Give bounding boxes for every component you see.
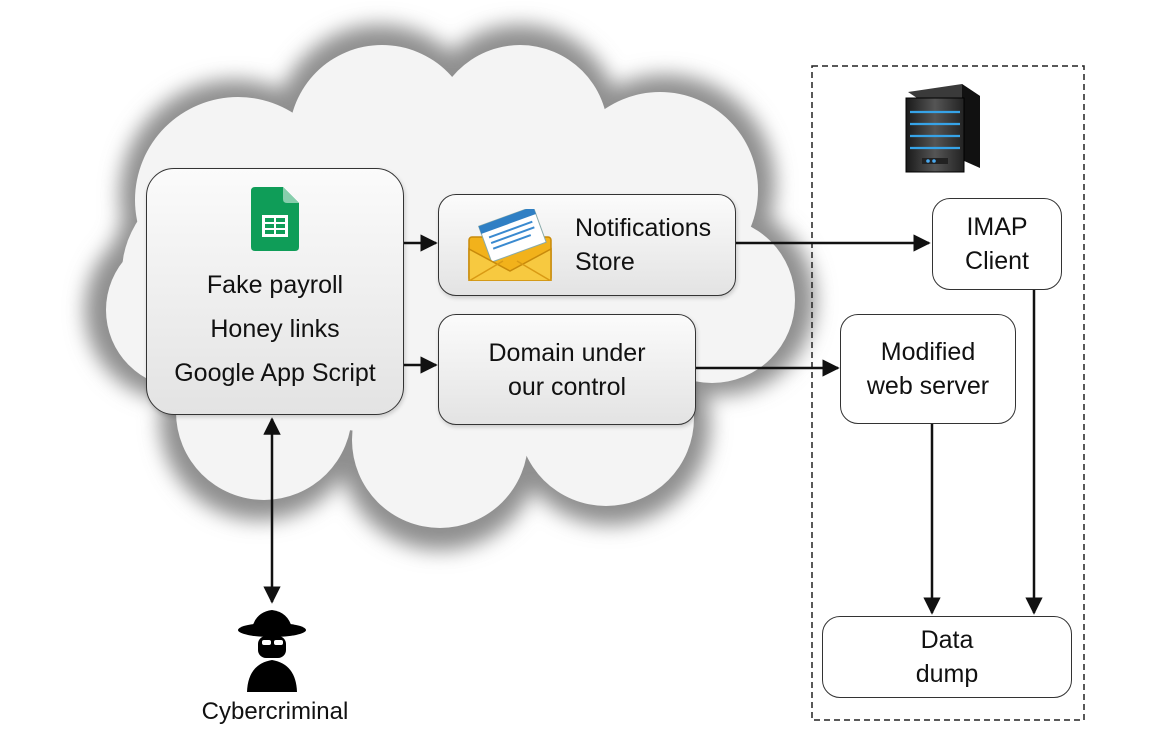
imap-client-box: IMAP Client — [932, 198, 1062, 290]
source-line-honey-links: Honey links — [210, 315, 340, 343]
data-dump-line-2: dump — [915, 660, 979, 688]
imap-line-2: Client — [965, 247, 1029, 275]
data-dump-box: Data dump — [822, 616, 1072, 698]
cybercriminal-label: Cybercriminal — [201, 698, 349, 725]
web-server-box: Modified web server — [840, 314, 1016, 424]
domain-line-2: our control — [507, 372, 627, 401]
google-sheets-icon — [251, 187, 299, 251]
notifications-line-1: Notifications — [575, 214, 712, 242]
web-server-line-2: web server — [866, 372, 990, 400]
web-server-line-1: Modified — [880, 338, 976, 366]
notifications-line-2: Store — [575, 248, 635, 276]
spy-icon — [238, 610, 306, 692]
source-box: Fake payroll Honey links Google App Scri… — [146, 168, 404, 415]
notifications-box: Notifications Store — [438, 194, 736, 296]
domain-line-1: Domain under — [488, 338, 646, 367]
envelope-icon — [468, 209, 552, 281]
source-line-app-script: Google App Script — [174, 359, 376, 387]
domain-box: Domain under our control — [438, 314, 696, 425]
data-dump-line-1: Data — [920, 626, 974, 654]
server-icon — [905, 84, 980, 173]
source-line-fake-payroll: Fake payroll — [206, 271, 344, 299]
imap-line-1: IMAP — [966, 213, 1028, 241]
dashed-boundary — [811, 65, 1085, 721]
